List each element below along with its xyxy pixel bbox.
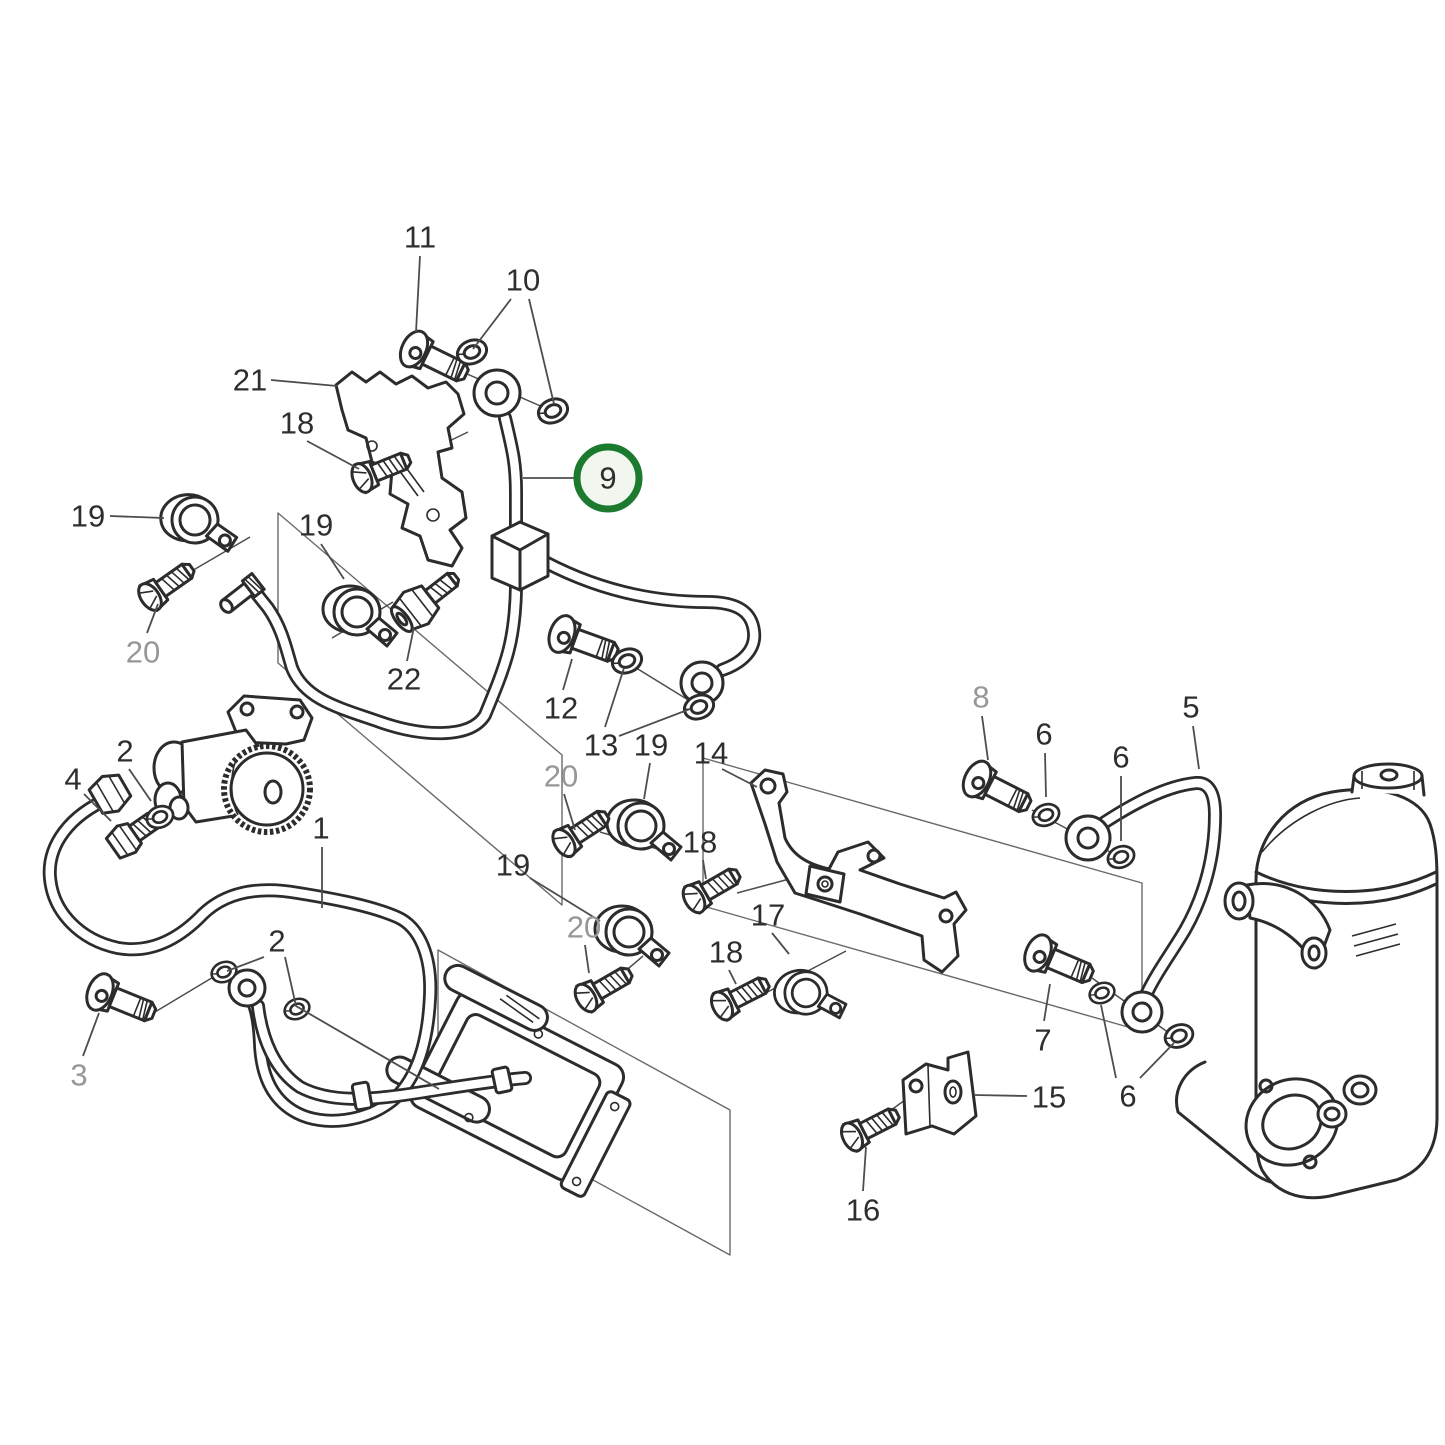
hose-5-banjo-eye-top [1064, 814, 1112, 862]
callout-leader-2 [128, 768, 152, 802]
part-callout-9[interactable]: 9 [599, 461, 616, 496]
callout-leader-19 [529, 877, 601, 922]
part-callout-10[interactable]: 10 [506, 263, 540, 298]
bolt-20-left [132, 553, 202, 616]
part-callout-6[interactable]: 6 [1035, 717, 1052, 752]
hose-5 [1064, 776, 1222, 1034]
washer-6-d [1160, 1019, 1198, 1053]
callout-leader-6 [1139, 1042, 1175, 1079]
highlight-ring-part-9[interactable] [573, 443, 643, 513]
callout-leader-10 [528, 298, 555, 405]
callout-leader-21 [270, 379, 338, 387]
callout-leader-20 [563, 793, 576, 831]
hose-5-banjo-eye-bottom [1120, 990, 1164, 1034]
callout-leader-20 [146, 603, 159, 634]
callout-leader-5 [1192, 725, 1200, 770]
callout-leader-2 [226, 956, 265, 972]
callout-leader-19 [320, 543, 345, 580]
hose-1-elbow-eye [227, 968, 267, 1008]
bolt-18-lower [705, 967, 776, 1025]
clamp-17 [769, 960, 850, 1032]
part-callout-11[interactable]: 11 [404, 220, 436, 255]
callout-leader-2 [284, 956, 440, 1090]
callout-leader-8 [981, 715, 989, 761]
clamp-19-center [605, 798, 683, 862]
bolt-16 [835, 1098, 906, 1156]
pipe-9-clamp-block [490, 520, 550, 592]
part-callout-4[interactable]: 4 [64, 762, 81, 797]
bolt-20-mid [546, 801, 617, 862]
part-callout-6[interactable]: 6 [1112, 740, 1129, 775]
part-callout-18[interactable]: 18 [709, 935, 743, 970]
washer-6-c [1085, 977, 1119, 1009]
washer-6-a [1028, 798, 1064, 832]
part-callout-19[interactable]: 19 [299, 508, 333, 543]
callout-leader-20 [584, 944, 590, 974]
power-steering-pump [152, 694, 314, 835]
part-callout-19[interactable]: 19 [496, 848, 530, 883]
callout-leader-6 [1100, 1004, 1117, 1079]
hose-1 [42, 773, 532, 1128]
banjo-bolt-7 [1018, 929, 1101, 995]
part-callout-15[interactable]: 15 [1032, 1080, 1066, 1115]
callout-leader-18 [306, 440, 360, 470]
part-callout-8[interactable]: 8 [972, 680, 989, 715]
part-callout-18[interactable]: 18 [280, 406, 314, 441]
pipe-9-banjo-eye-top [472, 368, 522, 418]
callout-leader-22 [406, 626, 415, 662]
part-callout-20[interactable]: 20 [544, 759, 578, 794]
bracket-15 [901, 1050, 978, 1136]
callout-leader-19 [643, 762, 651, 800]
fitting-22 [389, 571, 461, 633]
part-callout-2[interactable]: 2 [116, 734, 133, 769]
callout-leader-12 [562, 658, 573, 691]
callout-leader-18 [728, 969, 737, 985]
part-callout-13[interactable]: 13 [584, 728, 618, 763]
part-callout-1[interactable]: 1 [312, 811, 329, 846]
part-callout-14[interactable]: 14 [694, 736, 728, 771]
clamp-19-lower [593, 904, 671, 968]
part-callout-3[interactable]: 3 [70, 1058, 87, 1093]
callout-leader-19 [109, 515, 165, 519]
callout-leader-18 [702, 859, 707, 880]
part-callout-21[interactable]: 21 [233, 363, 267, 398]
part-callout-22[interactable]: 22 [387, 662, 421, 697]
part-callout-17[interactable]: 17 [751, 898, 785, 933]
callout-leader-15 [973, 1094, 1028, 1097]
callout-leader-4 [83, 793, 112, 822]
part-callout-19[interactable]: 19 [634, 728, 668, 763]
callout-leader-10 [472, 298, 512, 350]
part-callout-2[interactable]: 2 [268, 924, 285, 959]
callout-leader-3 [82, 1012, 100, 1057]
oil-filter-assembly [1175, 762, 1439, 1200]
banjo-bolt-8 [956, 755, 1039, 824]
callout-leader-17 [771, 932, 790, 955]
banjo-bolt-3 [80, 968, 163, 1033]
callout-leader-7 [1043, 983, 1051, 1022]
callout-leader-13 [604, 667, 625, 728]
part-callout-7[interactable]: 7 [1034, 1023, 1051, 1058]
part-callout-16[interactable]: 16 [846, 1193, 880, 1228]
part-callout-20[interactable]: 20 [126, 635, 160, 670]
bolt-20-lower [569, 958, 640, 1017]
hose-1-tube-nut [87, 773, 133, 815]
part-callout-19[interactable]: 19 [71, 499, 105, 534]
clamp-19-left [157, 489, 240, 559]
bracket-14 [749, 768, 968, 974]
pipe-9-end-fitting [219, 572, 266, 614]
pipe-9 [219, 368, 762, 741]
callout-leader-11 [415, 255, 421, 333]
part-callout-18[interactable]: 18 [683, 825, 717, 860]
callout-leader-16 [862, 1146, 867, 1192]
callout-leader-14 [721, 768, 758, 788]
part-callout-5[interactable]: 5 [1182, 690, 1199, 725]
part-callout-6[interactable]: 6 [1119, 1079, 1136, 1114]
callout-leader-6 [1044, 752, 1047, 798]
washer-2-bottom-b [280, 993, 314, 1025]
part-callout-12[interactable]: 12 [544, 691, 578, 726]
callout-leader-13 [618, 708, 691, 737]
part-callout-20[interactable]: 20 [567, 910, 601, 945]
